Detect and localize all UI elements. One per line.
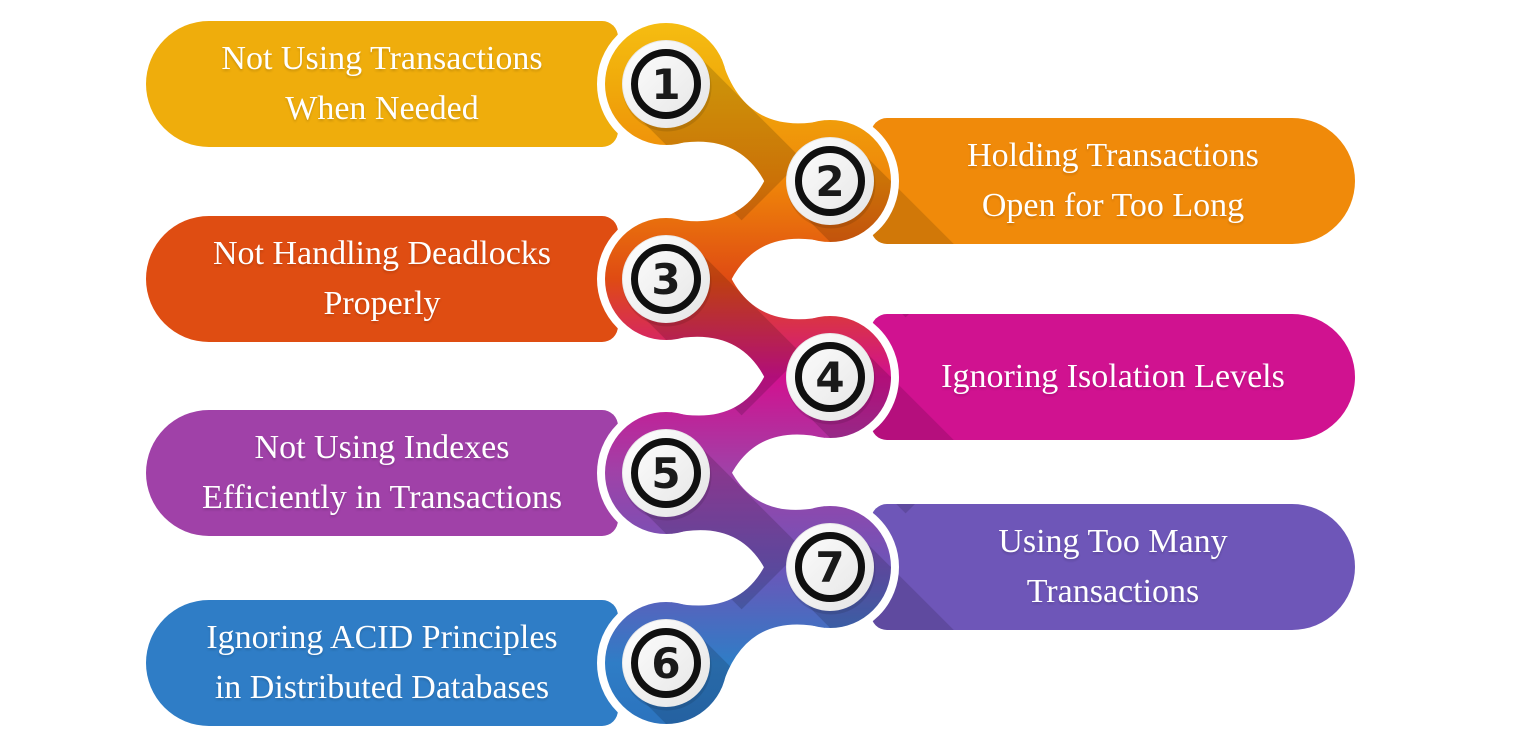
badge-ring xyxy=(795,342,865,412)
badge-disc xyxy=(786,137,874,225)
badge-disc-shadow xyxy=(786,525,876,615)
pill-4-line1: Ignoring Isolation Levels xyxy=(941,358,1285,395)
badge-7: 7 xyxy=(786,523,876,615)
badge-disc xyxy=(622,235,710,323)
badge-disc-shadow xyxy=(622,431,712,521)
pill-item-4: Ignoring Isolation Levels xyxy=(871,314,1355,440)
badge-number: 4 xyxy=(815,353,844,402)
pill-3-line2: Properly xyxy=(323,285,441,322)
badge-number: 2 xyxy=(815,157,844,206)
pill-item-3: Not Handling Deadlocks Properly xyxy=(146,216,618,342)
badge-ring xyxy=(631,244,701,314)
pill-2-line1: Holding Transactions xyxy=(967,137,1259,174)
badge-ring xyxy=(795,146,865,216)
pill-item-2: Holding Transactions Open for Too Long xyxy=(871,118,1355,244)
badge-number: 5 xyxy=(651,449,680,498)
pill-item-6: Ignoring ACID Principles in Distributed … xyxy=(146,600,618,726)
badge-5: 5 xyxy=(622,429,712,521)
pill-7-line1: Using Too Many xyxy=(998,523,1228,560)
badge-1: 1 xyxy=(622,40,712,132)
badge-disc xyxy=(622,619,710,707)
badge-disc-shadow xyxy=(786,139,876,229)
badge-disc xyxy=(786,523,874,611)
pill-6-line1: Ignoring ACID Principles xyxy=(206,619,558,656)
pill-5-line2: Efficiently in Transactions xyxy=(201,479,563,516)
pill-1-line1: Not Using Transactions xyxy=(221,40,543,77)
pill-item-5: Not Using Indexes Efficiently in Transac… xyxy=(146,410,618,536)
badge-6: 6 xyxy=(622,619,712,711)
badge-3: 3 xyxy=(622,235,712,327)
badge-disc-shadow xyxy=(622,42,712,132)
pill-1-line2: When Needed xyxy=(285,90,479,127)
pill-2-line2: Open for Too Long xyxy=(981,187,1245,224)
badge-number: 1 xyxy=(651,60,680,109)
badge-number: 7 xyxy=(815,543,844,592)
pill-item-1: Not Using Transactions When Needed xyxy=(146,21,618,147)
badge-disc xyxy=(622,429,710,517)
badge-2: 2 xyxy=(786,137,876,229)
pill-5-line1: Not Using Indexes xyxy=(254,429,510,466)
pill-item-7: Using Too Many Transactions xyxy=(871,504,1355,630)
badge-number: 6 xyxy=(651,639,680,688)
chain-outline xyxy=(597,15,899,732)
badge-4: 4 xyxy=(786,333,876,425)
badge-number: 3 xyxy=(651,255,680,304)
badge-ring xyxy=(631,49,701,119)
chain-body xyxy=(605,23,891,724)
pill-7-line2: Transactions xyxy=(1026,573,1200,610)
pill-3-line1: Not Handling Deadlocks xyxy=(212,235,552,272)
badge-disc xyxy=(786,333,874,421)
badge-ring xyxy=(631,438,701,508)
badge-disc xyxy=(622,40,710,128)
pill-6-line2: in Distributed Databases xyxy=(214,669,550,706)
badge-ring xyxy=(795,532,865,602)
badge-disc-shadow xyxy=(786,335,876,425)
badge-disc-shadow xyxy=(622,621,712,711)
badge-disc-shadow xyxy=(622,237,712,327)
badge-ring xyxy=(631,628,701,698)
